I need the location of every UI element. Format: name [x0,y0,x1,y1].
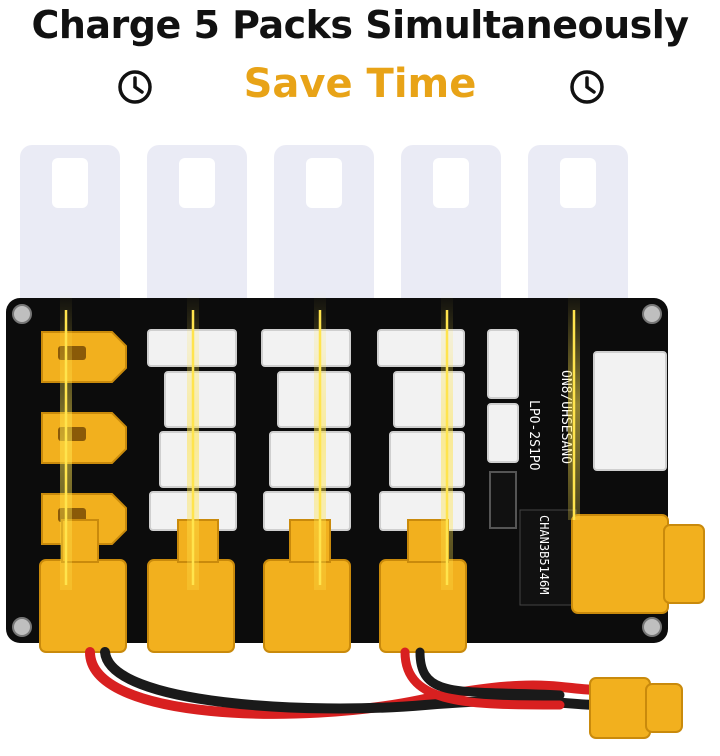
board-label-top: LPO-2S1PO [526,400,541,471]
wires [85,647,605,719]
xt60-plugs [39,514,705,653]
headline: Charge 5 Packs Simultaneously [31,3,689,47]
board-label-bottom: CHAN3B5146M [537,515,551,594]
battery-ghosts [20,145,628,320]
subline: Save Time [243,61,477,107]
screw-icon [12,304,662,637]
output-xt60 [589,677,683,739]
clock-icon [570,70,604,104]
parallel-charging-board: LPO-2S1PO ON8/UHSESANO CHAN3B5146M [6,145,705,739]
clock-icon [118,70,152,104]
